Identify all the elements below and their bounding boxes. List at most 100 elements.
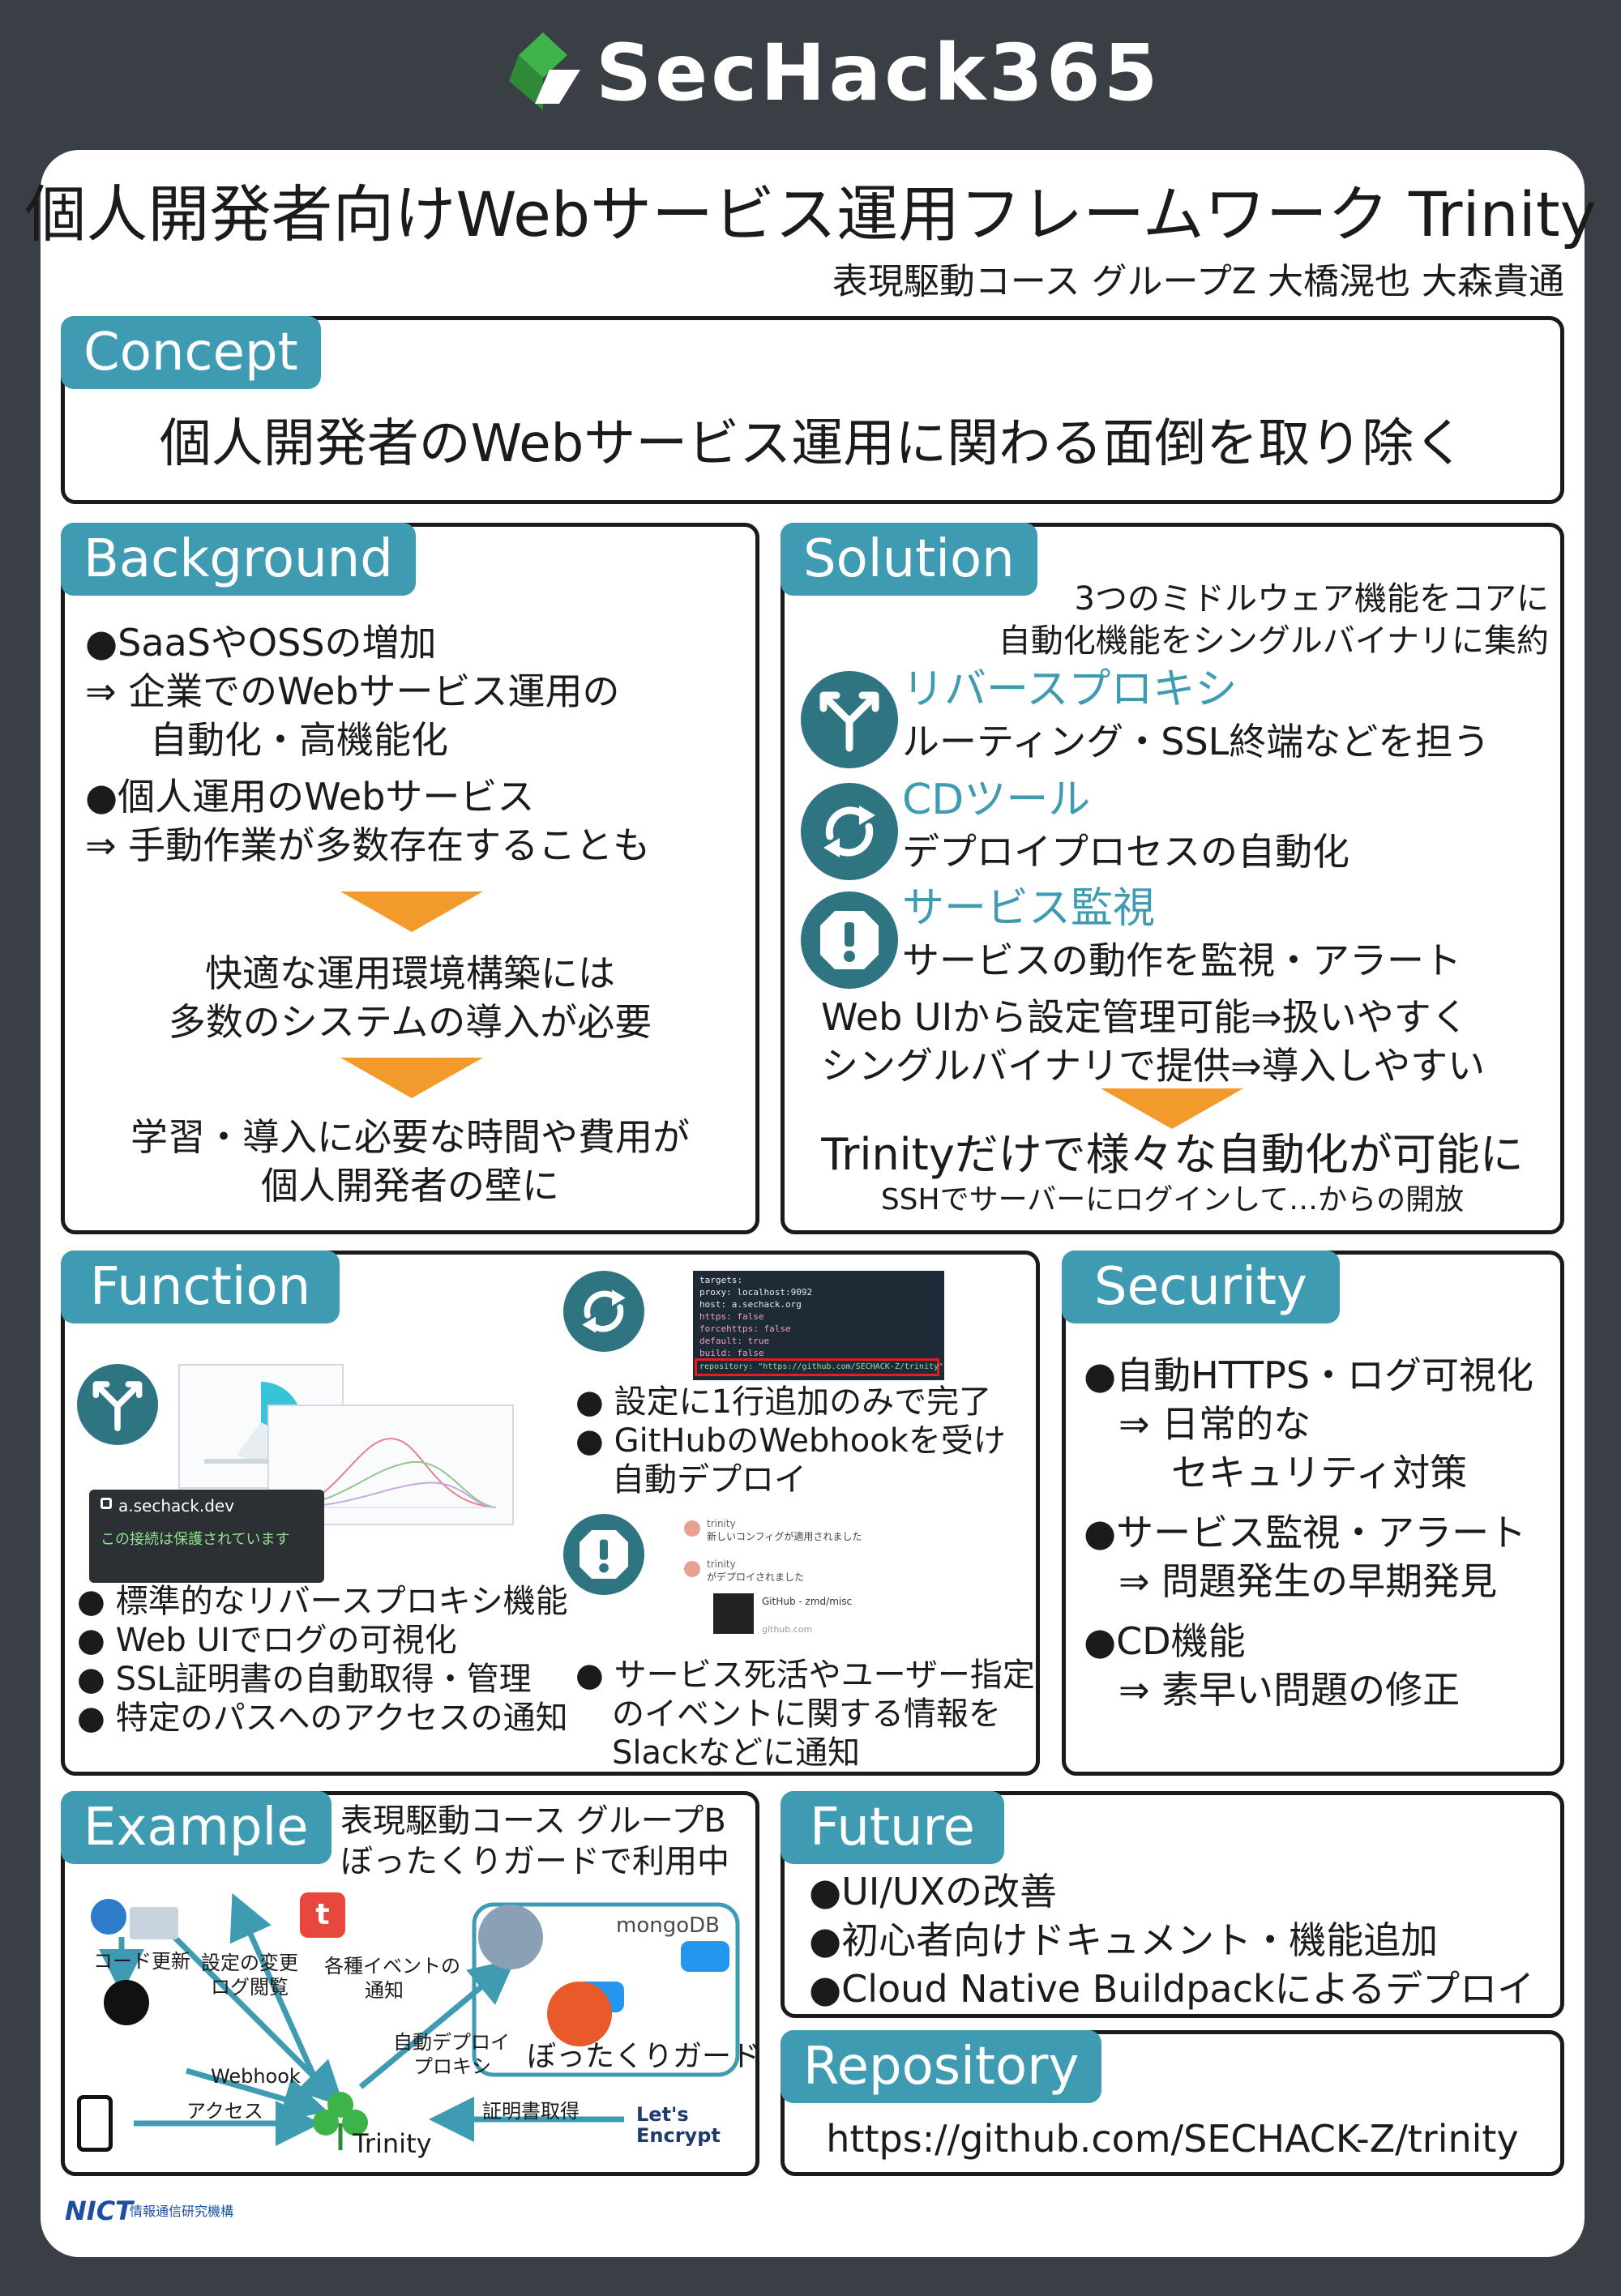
label-letsencrypt-1: Let's bbox=[636, 2103, 689, 2126]
label-log: ログ閲覧 bbox=[211, 1976, 289, 1999]
bg-line-3: 自動化・高機能化 bbox=[150, 718, 448, 762]
repository-url[interactable]: https://github.com/SECHACK-Z/trinity bbox=[826, 2117, 1519, 2161]
code-line: default: true bbox=[699, 1336, 770, 1346]
smartphone-icon bbox=[77, 2095, 113, 2152]
bg-end-1: 学習・導入に必要な時間や費用が bbox=[130, 1115, 690, 1159]
func-bullet-3: ● SSL証明書の自動取得・管理 bbox=[77, 1661, 532, 1698]
octopus-icon bbox=[478, 1905, 543, 1969]
label-app: ぼったくりガード bbox=[527, 2040, 761, 2073]
example-panel: Example 表現駆動コース グループB ぼったくりガードで利用中 コード更新… bbox=[61, 1791, 761, 2176]
bg-mid-2: 多数のシステムの導入が必要 bbox=[168, 1000, 652, 1044]
sec-line-3: セキュリティ対策 bbox=[1171, 1451, 1468, 1494]
slack-msg-1: 新しいコンフィグが適用されました bbox=[707, 1531, 862, 1542]
func-bullet-4: ● 特定のパスへのアクセスの通知 bbox=[77, 1700, 568, 1737]
bg-line-4: ●個人運用のWebサービス bbox=[85, 775, 535, 819]
solution-item-1-desc: ルーティング・SSL終端などを担う bbox=[902, 720, 1491, 763]
security-tag: Security bbox=[1062, 1251, 1340, 1323]
developer-icon bbox=[91, 1899, 126, 1935]
code-line: proxy: localhost:9092 bbox=[699, 1287, 813, 1298]
label-proxy: プロキシ bbox=[413, 2055, 491, 2078]
brand-text: SecHack365 bbox=[596, 28, 1161, 118]
down-arrow-icon bbox=[1101, 1088, 1243, 1129]
poster-title: 個人開発者向けWebサービス運用フレームワーク Trinity bbox=[24, 178, 1597, 250]
solution-item-3-desc: サービスの動作を監視・アラート bbox=[902, 938, 1461, 982]
down-arrow-icon bbox=[340, 891, 483, 932]
solution-result: Trinityだけで様々な自動化が可能に bbox=[821, 1129, 1524, 1180]
fork-arrow-icon bbox=[801, 671, 898, 768]
func-bullet-1: ● 標準的なリバースプロキシ機能 bbox=[77, 1583, 568, 1620]
sechack-logo-icon bbox=[509, 32, 580, 110]
app-logo-icon bbox=[547, 1982, 612, 2046]
slack-msg-2: がデプロイされました bbox=[707, 1571, 805, 1583]
sec-line-5: ⇒ 問題発生の早期発見 bbox=[1118, 1559, 1498, 1603]
label-autodeploy: 自動デプロイ bbox=[393, 2031, 510, 2054]
background-tag: Background bbox=[61, 523, 416, 596]
down-arrow-icon bbox=[340, 1058, 483, 1098]
cd-bullet-1: ● 設定に1行追加のみで完了 bbox=[575, 1383, 992, 1421]
solution-sub-1: 3つのミドルウェア機能をコアに bbox=[1074, 580, 1549, 618]
repository-panel: Repository https://github.com/SECHACK-Z/… bbox=[781, 2030, 1564, 2176]
future-line-2: ●初心者向けドキュメント・機能追加 bbox=[809, 1918, 1439, 1962]
label-notify: 通知 bbox=[365, 1979, 404, 2002]
sec-line-6: ●CD機能 bbox=[1084, 1619, 1246, 1663]
browser-cert-popup: a.sechack.dev この接続は保護されています bbox=[89, 1490, 324, 1583]
sec-line-2: ⇒ 日常的な bbox=[1118, 1402, 1311, 1446]
sec-line-7: ⇒ 素早い問題の修正 bbox=[1118, 1668, 1461, 1712]
label-events: 各種イベントの bbox=[324, 1955, 460, 1977]
docker-icon bbox=[681, 1941, 729, 1972]
code-highlight bbox=[695, 1358, 939, 1376]
solution-result-sub: SSHでサーバーにログインして…からの開放 bbox=[880, 1183, 1465, 1216]
function-tag: Function bbox=[61, 1251, 340, 1323]
nict-logo-jp: 情報通信研究機構 bbox=[130, 2204, 234, 2219]
bg-line-1: ●SaaSやOSSの増加 bbox=[85, 621, 437, 665]
cd-bullet-2: ● GitHubのWebhookを受け bbox=[575, 1422, 1006, 1460]
bg-line-2: ⇒ 企業でのWebサービス運用の bbox=[85, 669, 620, 713]
concept-text: 個人開発者のWebサービス運用に関わる面倒を取り除く bbox=[159, 414, 1466, 474]
browser-url: a.sechack.dev bbox=[118, 1496, 235, 1516]
solution-item-3-title: サービス監視 bbox=[902, 884, 1156, 933]
slack-user: trinity bbox=[707, 1558, 736, 1570]
example-tag: Example bbox=[61, 1791, 331, 1864]
label-cert: 証明書取得 bbox=[482, 2100, 580, 2123]
trinity-clover-icon bbox=[308, 2087, 373, 2152]
solution-line-2: シングルバイナリで提供⇒導入しやすい bbox=[821, 1044, 1486, 1088]
code-line: forcehttps: false bbox=[699, 1323, 791, 1334]
slack-user: trinity bbox=[707, 1518, 736, 1529]
sync-icon bbox=[563, 1271, 644, 1352]
avatar bbox=[684, 1561, 700, 1577]
alert-icon bbox=[801, 891, 898, 989]
code-line: targets: bbox=[699, 1275, 742, 1285]
cd-bullet-3: 自動デプロイ bbox=[612, 1461, 806, 1499]
header: SecHack365 bbox=[0, 0, 1621, 150]
lock-icon bbox=[101, 1498, 112, 1509]
security-panel: Security ●自動HTTPS・ログ可視化 ⇒ 日常的な セキュリティ対策 … bbox=[1062, 1251, 1564, 1776]
solution-item-1-title: リバースプロキシ bbox=[902, 665, 1238, 714]
mon-bullet-1: ● サービス死活やユーザー指定 bbox=[575, 1657, 1035, 1694]
github-icon bbox=[104, 1980, 149, 2025]
example-diagram bbox=[99, 1892, 740, 2146]
solution-item-2-desc: デプロイプロセスの自動化 bbox=[902, 830, 1349, 874]
mon-bullet-3: Slackなどに通知 bbox=[612, 1734, 861, 1772]
future-tag: Future bbox=[781, 1791, 1004, 1864]
example-sub-1: 表現駆動コース グループB bbox=[340, 1802, 726, 1840]
future-panel: Future ●UI/UXの改善 ●初心者向けドキュメント・機能追加 ●Clou… bbox=[781, 1791, 1564, 2018]
code-line: https: false bbox=[699, 1311, 764, 1322]
concept-panel: Concept 個人開発者のWebサービス運用に関わる面倒を取り除く bbox=[61, 316, 1564, 504]
bg-line-5: ⇒ 手動作業が多数存在することも bbox=[85, 823, 651, 867]
nict-logo: NICT 情報通信研究機構 bbox=[65, 2192, 243, 2233]
future-line-1: ●UI/UXの改善 bbox=[809, 1870, 1058, 1913]
solution-item-2-title: CDツール bbox=[902, 776, 1091, 824]
bg-end-2: 個人開発者の壁に bbox=[261, 1164, 559, 1208]
solution-panel: Solution 3つのミドルウェア機能をコアに 自動化機能をシングルバイナリに… bbox=[781, 523, 1564, 1234]
mon-bullet-2: のイベントに関する情報を bbox=[612, 1695, 1001, 1733]
label-trinity: Trinity bbox=[353, 2128, 432, 2159]
label-mongodb: mongoDB bbox=[616, 1913, 720, 1938]
config-code-screenshot: targets: proxy: localhost:9092 host: a.s… bbox=[693, 1271, 944, 1380]
func-bullet-2: ● Web UIでログの可視化 bbox=[77, 1622, 457, 1659]
alert-icon bbox=[563, 1514, 644, 1595]
code-line: host: a.sechack.org bbox=[699, 1299, 802, 1310]
label-settings: 設定の変更 bbox=[201, 1952, 298, 1974]
slack-link: github.com bbox=[762, 1624, 813, 1635]
slack-repo: GitHub - zmd/misc bbox=[762, 1596, 853, 1607]
concept-tag: Concept bbox=[61, 316, 321, 389]
